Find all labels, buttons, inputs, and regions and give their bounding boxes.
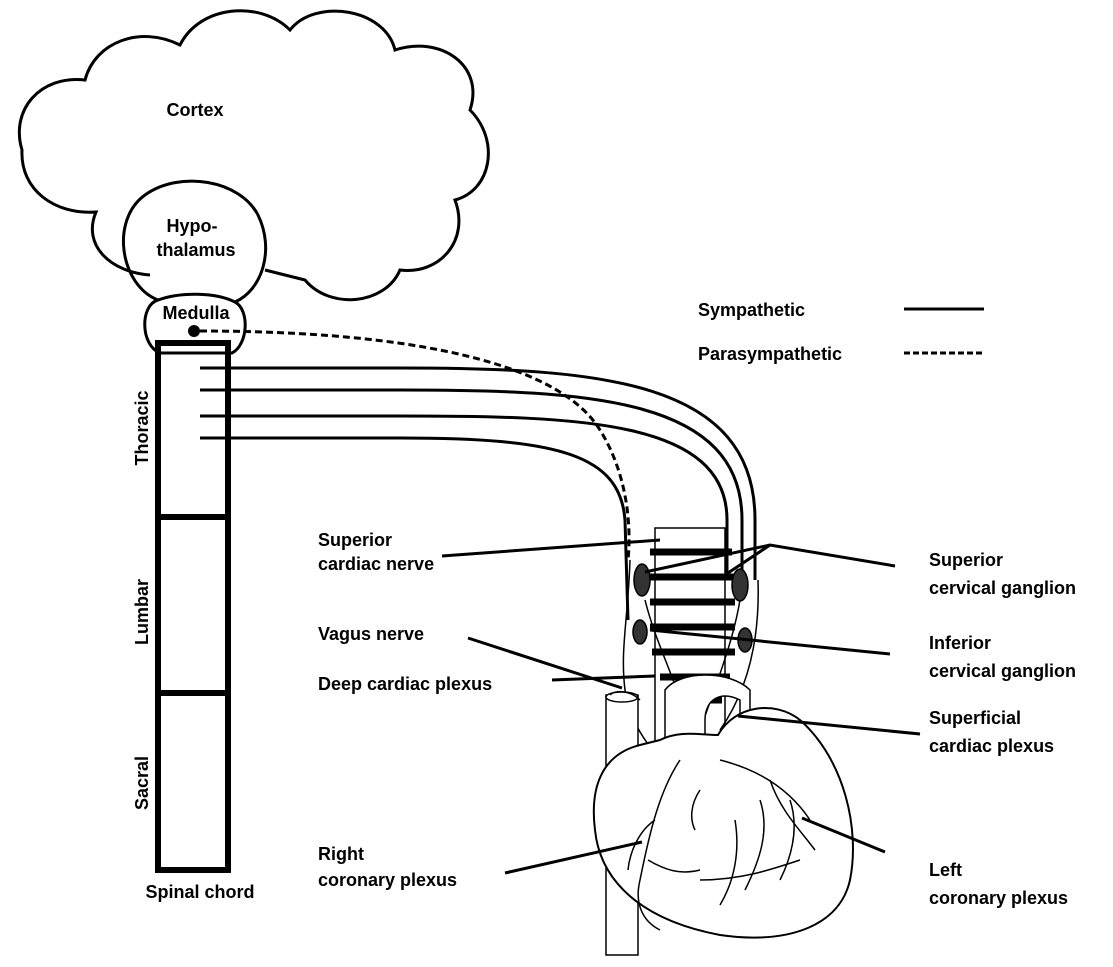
segment-label-lumbar: Lumbar: [132, 579, 152, 645]
inferior-cervical-ganglion: [633, 620, 647, 644]
spinal-cord-column: [158, 343, 228, 870]
label-vagus-nerve: Vagus nerve: [318, 624, 424, 644]
medulla-nucleus-dot: [188, 325, 200, 337]
label-superior-cardiac-nerve-2: cardiac nerve: [318, 554, 434, 574]
label-inferior-cervical-ganglion-2: cervical ganglion: [929, 661, 1076, 681]
medulla-label: Medulla: [162, 303, 230, 323]
label-superficial-cardiac-plexus-2: cardiac plexus: [929, 736, 1054, 756]
label-superior-cervical-ganglion-1: Superior: [929, 550, 1003, 570]
labels-left: Superior cardiac nerve Vagus nerve Deep …: [318, 530, 492, 890]
heart-illustration: [594, 528, 853, 955]
superior-cervical-ganglion-right: [732, 569, 748, 601]
sympathetic-fiber-4: [200, 438, 628, 620]
brain: Cortex Hypo- thalamus Medulla: [19, 11, 488, 353]
superior-cervical-ganglion-left: [634, 564, 650, 596]
labels-right: Superior cervical ganglion Inferior cerv…: [929, 550, 1076, 908]
label-right-coronary-plexus-2: coronary plexus: [318, 870, 457, 890]
label-left-coronary-plexus-2: coronary plexus: [929, 888, 1068, 908]
segment-label-thoracic: Thoracic: [132, 390, 152, 465]
label-superior-cardiac-nerve-1: Superior: [318, 530, 392, 550]
hypothalamus-label-1: Hypo-: [167, 216, 218, 236]
cortex-label: Cortex: [166, 100, 223, 120]
label-inferior-cervical-ganglion-1: Inferior: [929, 633, 991, 653]
leader-deep-cardiac-plexus: [552, 676, 655, 680]
label-superficial-cardiac-plexus-1: Superficial: [929, 708, 1021, 728]
segment-label-sacral: Sacral: [132, 756, 152, 810]
parasympathetic-fiber-vagus: [200, 331, 629, 560]
label-deep-cardiac-plexus: Deep cardiac plexus: [318, 674, 492, 694]
spinal-cord-caption: Spinal chord: [145, 882, 254, 902]
hypothalamus-label-2: thalamus: [156, 240, 235, 260]
label-right-coronary-plexus-1: Right: [318, 844, 364, 864]
legend: Sympathetic Parasympathetic: [698, 300, 984, 364]
legend-parasympathetic-label: Parasympathetic: [698, 344, 842, 364]
label-left-coronary-plexus-1: Left: [929, 860, 962, 880]
legend-sympathetic-label: Sympathetic: [698, 300, 805, 320]
label-superior-cervical-ganglion-2: cervical ganglion: [929, 578, 1076, 598]
spinal-cord: Thoracic Lumbar Sacral Spinal chord: [132, 343, 255, 902]
cortex-outline: [19, 11, 488, 300]
